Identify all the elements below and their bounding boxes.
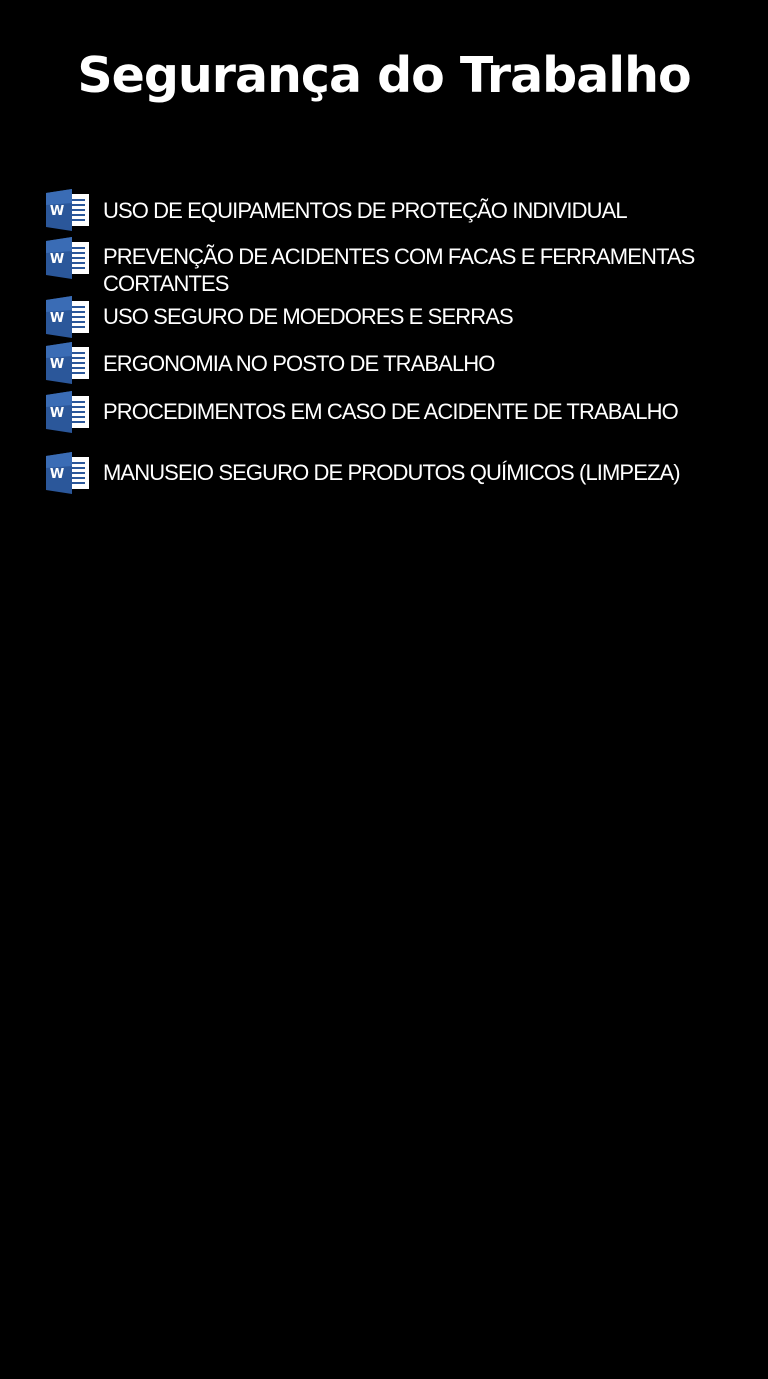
document-label: PROCEDIMENTOS EM CASO DE ACIDENTE DE TRA… (103, 399, 679, 424)
document-label: PREVENÇÃO DE ACIDENTES COM FACAS E FERRA… (103, 244, 695, 296)
document-label: USO DE EQUIPAMENTOS DE PROTEÇÃO INDIVIDU… (103, 198, 628, 223)
svg-text:W: W (50, 311, 64, 326)
svg-text:W: W (50, 252, 64, 267)
document-label: MANUSEIO SEGURO DE PRODUTOS QUÍMICOS (LI… (103, 460, 681, 485)
svg-text:W: W (50, 357, 64, 372)
document-label: ERGONOMIA NO POSTO DE TRABALHO (103, 351, 495, 376)
word-document-icon: W (46, 391, 90, 433)
word-document-icon: W (46, 452, 90, 494)
document-label: USO SEGURO DE MOEDORES E SERRAS (103, 304, 514, 329)
word-document-icon: W (46, 296, 90, 338)
page-title: Segurança do Trabalho (77, 47, 691, 104)
word-document-icon: W (46, 189, 90, 231)
svg-text:W: W (50, 406, 64, 421)
word-document-icon: W (46, 237, 90, 279)
word-document-icon: W (46, 342, 90, 384)
svg-text:W: W (50, 467, 64, 482)
svg-text:W: W (50, 204, 64, 219)
